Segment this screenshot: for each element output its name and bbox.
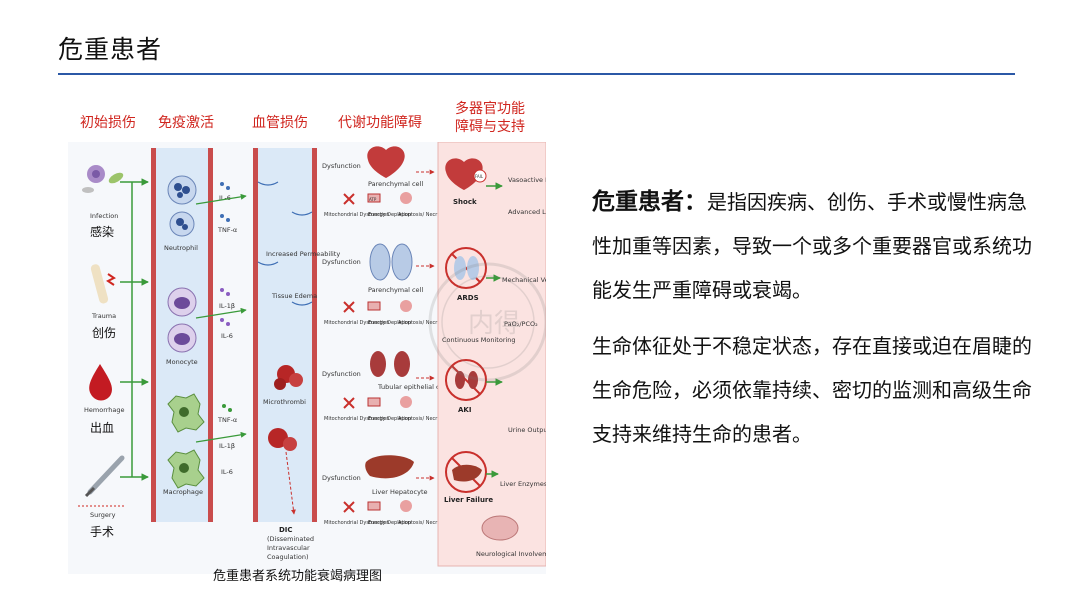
- insult-cn-surgery: 手术: [90, 525, 114, 539]
- organ-label-2: Parenchymal cell: [368, 286, 423, 294]
- defined-term: 危重患者：: [592, 189, 707, 215]
- mods-shock: Shock: [453, 198, 477, 206]
- organ-label-1: Parenchymal cell: [368, 180, 423, 188]
- insult-en-trauma: Trauma: [91, 312, 116, 320]
- mods-ards: ARDS: [457, 294, 479, 302]
- dic-line2: (Disseminated: [267, 535, 314, 543]
- slide-title: 危重患者: [58, 30, 162, 66]
- cytokine-il6-a: IL-6: [219, 194, 231, 202]
- support-vasoactive: Vasoactive Drugs: [508, 176, 546, 184]
- dysfunction-label-4: Dysfunction: [322, 474, 361, 482]
- support-advanced-life: Advanced Life: [508, 208, 546, 216]
- header-mods-support: 多器官功能 障碍与支持: [440, 100, 540, 136]
- insult-cn-infection: 感染: [90, 224, 114, 239]
- brain-icon: [482, 516, 518, 540]
- title-divider: [58, 73, 1015, 75]
- label-increased-permeability: Increased Permeability: [266, 250, 340, 258]
- cytokine-tnf-a: TNF-α: [217, 226, 237, 234]
- insult-en-surgery: Surgery: [90, 511, 116, 519]
- figure-caption: 危重患者系统功能衰竭病理图: [213, 565, 382, 584]
- dysfunction-label-2: Dysfunction: [322, 258, 361, 266]
- insult-cn-hemorrhage: 出血: [90, 421, 114, 435]
- pathophysiology-figure: 初始损伤 免疫激活 血管损伤 代谢功能障碍 多器官功能 障碍与支持 Infect…: [68, 98, 546, 574]
- dysfunction-label-1: Dysfunction: [322, 162, 361, 170]
- cytokine-il1b-b: IL-1β: [219, 442, 235, 450]
- second-paragraph: 生命体征处于不稳定状态，存在直接或迫在眉睫的生命危险，必须依靠持续、密切的监测和…: [592, 324, 1032, 456]
- support-urine: Urine Output: [508, 426, 546, 434]
- cell-macrophage: Macrophage: [163, 488, 203, 496]
- header-metabolic-dysfunction: 代谢功能障碍: [330, 114, 430, 132]
- pathophysiology-diagram: Infection 感染 Trauma 创伤 Hemorrhage 出血 Sur…: [68, 142, 546, 574]
- insult-en-hemorrhage: Hemorrhage: [84, 406, 125, 414]
- definition-paragraph: 危重患者：是指因疾病、创伤、手术或慢性病急性加重等因素，导致一个或多个重要器官或…: [592, 180, 1032, 312]
- svg-text:FAIL: FAIL: [475, 174, 484, 179]
- kidney-organ-icon: [370, 351, 386, 377]
- damaged-vessel: [253, 148, 317, 522]
- svg-text:ATP: ATP: [369, 197, 377, 202]
- dic-line4: Coagulation): [267, 553, 309, 561]
- description-block: 危重患者：是指因疾病、创伤、手术或慢性病急性加重等因素，导致一个或多个重要器官或…: [592, 180, 1032, 456]
- header-mods-line2: 障碍与支持: [440, 118, 540, 136]
- cytokine-il6-c: IL-6: [221, 468, 233, 476]
- cytokine-il6-b: IL-6: [221, 332, 233, 340]
- organ-label-3: Tubular epithelial cell: [377, 383, 447, 391]
- mods-aki: AKI: [458, 406, 471, 414]
- dic-line1: DIC: [279, 526, 293, 534]
- mods-liver-failure: Liver Failure: [444, 496, 493, 504]
- support-liver-enzymes: Liver Enzymes (ALT/AST), Lactate: [500, 480, 546, 488]
- cell-neutrophil: Neutrophil: [164, 244, 198, 252]
- insult-cn-trauma: 创伤: [92, 326, 116, 340]
- header-mods-line1: 多器官功能: [440, 100, 540, 118]
- watermark-text: 内得: [468, 309, 520, 339]
- label-tissue-edema: Tissue Edema: [271, 292, 317, 300]
- header-vascular-injury: 血管损伤: [244, 114, 316, 132]
- header-initial-injury: 初始损伤: [68, 114, 148, 132]
- organ-label-4: Liver Hepatocyte: [372, 488, 428, 496]
- header-immune-activation: 免疫激活: [150, 114, 222, 132]
- dysfunction-label-3: Dysfunction: [322, 370, 361, 378]
- label-microthrombi: Microthrombi: [263, 398, 306, 406]
- dic-line3: Intravascular: [267, 544, 310, 552]
- cell-monocyte: Monocyte: [166, 358, 198, 366]
- mods-neurological: Neurological Involvement: [476, 550, 546, 558]
- cytokine-tnf-b: TNF-α: [217, 416, 237, 424]
- lung-organ-icon: [370, 244, 390, 280]
- cytokine-il1b-a: IL-1β: [219, 302, 235, 310]
- insult-en-infection: Infection: [90, 212, 118, 220]
